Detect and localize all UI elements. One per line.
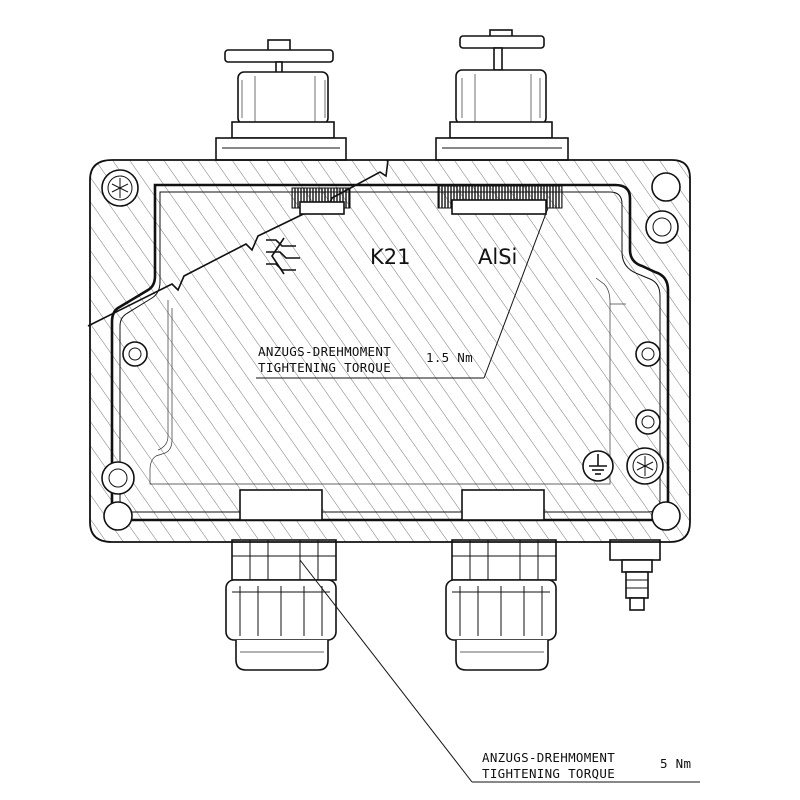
lid-screw-icon [626, 447, 664, 485]
enclosure-body [87, 159, 691, 543]
mounting-hole-icon [122, 341, 661, 435]
gland-torque-callout: ANZUGS-DREHMOMENT TIGHTENING TORQUE 5 Nm [299, 559, 700, 783]
material-marking: AlSi [478, 245, 517, 269]
lid-torque-value: 1.5 Nm [426, 350, 473, 365]
cable-gland-right [445, 539, 557, 671]
gland-torque-label-de: ANZUGS-DREHMOMENT [482, 750, 615, 765]
top-plug-left [215, 39, 347, 161]
model-marking: K21 [370, 245, 411, 269]
ground-terminal-icon [582, 450, 614, 482]
lid-torque-label-de: ANZUGS-DREHMOMENT [258, 344, 391, 359]
ex-symbol-icon [266, 237, 300, 275]
gland-torque-label-en: TIGHTENING TORQUE [482, 766, 615, 781]
gland-torque-value: 5 Nm [660, 756, 691, 771]
ground-bolt [609, 539, 661, 611]
mounting-hole-icon [101, 172, 681, 531]
top-plug-right [435, 29, 569, 161]
lid-screw-icon [101, 169, 139, 207]
cable-gland-left [225, 539, 337, 671]
lid-torque-label-en: TIGHTENING TORQUE [258, 360, 391, 375]
lid-torque-callout: ANZUGS-DREHMOMENT TIGHTENING TORQUE 1.5 … [256, 207, 549, 379]
